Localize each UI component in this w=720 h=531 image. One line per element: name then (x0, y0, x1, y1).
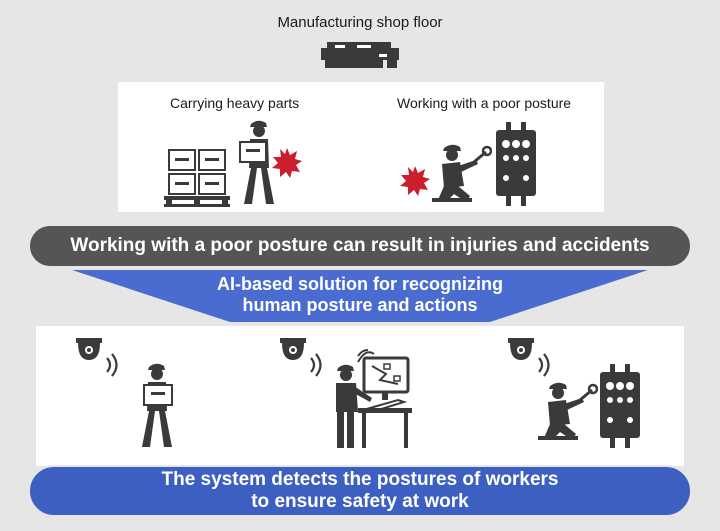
shop-floor-title: Manufacturing shop floor (277, 14, 443, 31)
pallet-boxes-icon (164, 149, 230, 207)
solution-text: AI-based solution for recognizing human … (72, 274, 648, 316)
worker-carrying-box-icon (239, 120, 274, 204)
solution-line-2: human posture and actions (242, 295, 478, 315)
solution-funnel (72, 270, 648, 322)
worker-carrying-box-icon (142, 363, 173, 447)
hazard-burst-icon (400, 166, 430, 196)
camera-icon (76, 338, 102, 360)
wifi-signal-icon (310, 353, 322, 377)
wifi-signal-icon (106, 353, 118, 377)
hazard-burst-icon (272, 148, 302, 178)
wifi-signal-icon (538, 353, 550, 377)
result-banner: The system detects the postures of worke… (28, 465, 692, 517)
camera-icon (280, 338, 306, 360)
posture-label: Working with a poor posture (397, 95, 572, 111)
factory-icon (321, 42, 399, 68)
worker-at-monitor-icon (336, 349, 412, 448)
warning-banner-text: Working with a poor posture can result i… (70, 235, 650, 256)
control-panel-icon (600, 364, 640, 448)
kneeling-worker-wrench-icon (432, 144, 492, 202)
result-line-1: The system detects the postures of worke… (161, 469, 559, 490)
camera-icon (508, 338, 534, 360)
solution-line-1: AI-based solution for recognizing (216, 274, 503, 294)
warning-banner: Working with a poor posture can result i… (28, 224, 692, 268)
control-panel-icon (496, 122, 536, 206)
carrying-label: Carrying heavy parts (170, 95, 300, 111)
kneeling-worker-wrench-icon (538, 382, 598, 440)
result-line-2: to ensure safety at work (251, 491, 469, 512)
